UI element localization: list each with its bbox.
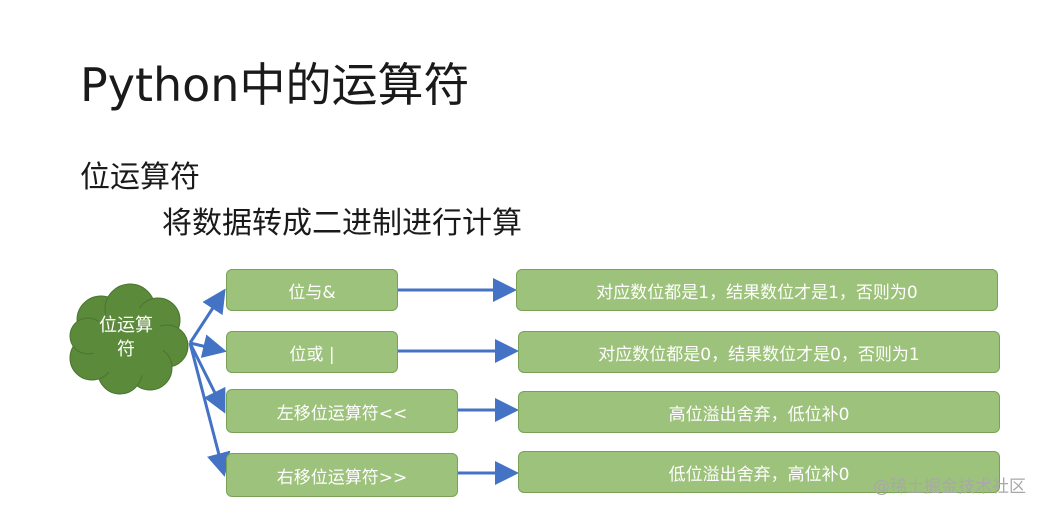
operator-node-rshift: 右移位运算符>> bbox=[226, 453, 458, 497]
watermark: @稀土掘金技术社区 bbox=[873, 477, 1026, 497]
root-node-label-line1: 位运算 bbox=[99, 315, 153, 336]
operator-node-and: 位与& bbox=[226, 269, 398, 311]
rule-node-or: 对应数位都是0，结果数位才是0，否则为1 bbox=[518, 331, 1000, 373]
branch-arrow-rshift bbox=[188, 342, 231, 477]
section-description: 将数据转成二进制进行计算 bbox=[162, 206, 522, 241]
operator-node-lshift: 左移位运算符<< bbox=[226, 389, 458, 433]
branch-arrow-lshift bbox=[188, 342, 226, 414]
branch-arrow-or bbox=[189, 334, 227, 358]
root-node-label: 位运算 符 bbox=[86, 314, 166, 362]
branch-arrow-and bbox=[188, 288, 226, 344]
section-heading: 位运算符 bbox=[80, 160, 200, 195]
page-title: Python中的运算符 bbox=[80, 58, 470, 112]
root-node-label-line2: 符 bbox=[117, 339, 135, 360]
rule-node-lshift: 高位溢出舍弃，低位补0 bbox=[518, 391, 1000, 433]
cloud-shape bbox=[69, 283, 189, 395]
rule-node-and: 对应数位都是1，结果数位才是1，否则为0 bbox=[516, 269, 998, 311]
rule-node-rshift: 低位溢出舍弃，高位补0 bbox=[518, 451, 1000, 493]
operator-node-or: 位或 | bbox=[226, 331, 398, 373]
